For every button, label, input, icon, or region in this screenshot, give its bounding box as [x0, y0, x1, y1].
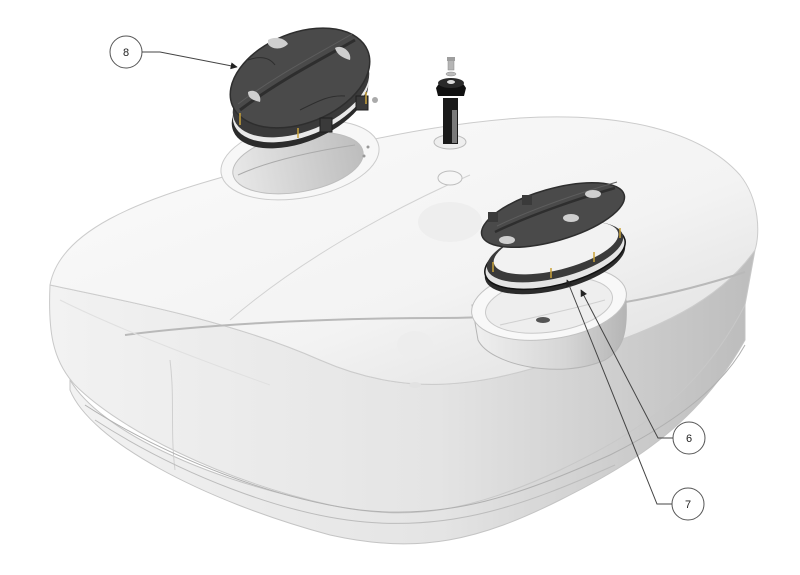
callout-6: 6: [580, 289, 706, 455]
filler-cap-with-vent: [433, 57, 467, 150]
tank-body: [49, 116, 759, 545]
rear-hatch-lid: [229, 27, 378, 149]
callout-8: 8: [109, 35, 238, 70]
callout-6-label: 6: [686, 433, 692, 445]
front-hatch-lid: [480, 181, 626, 295]
callout-7: 7: [566, 279, 705, 521]
callout-7-label: 7: [685, 499, 691, 511]
callout-8-label: 8: [123, 47, 129, 59]
